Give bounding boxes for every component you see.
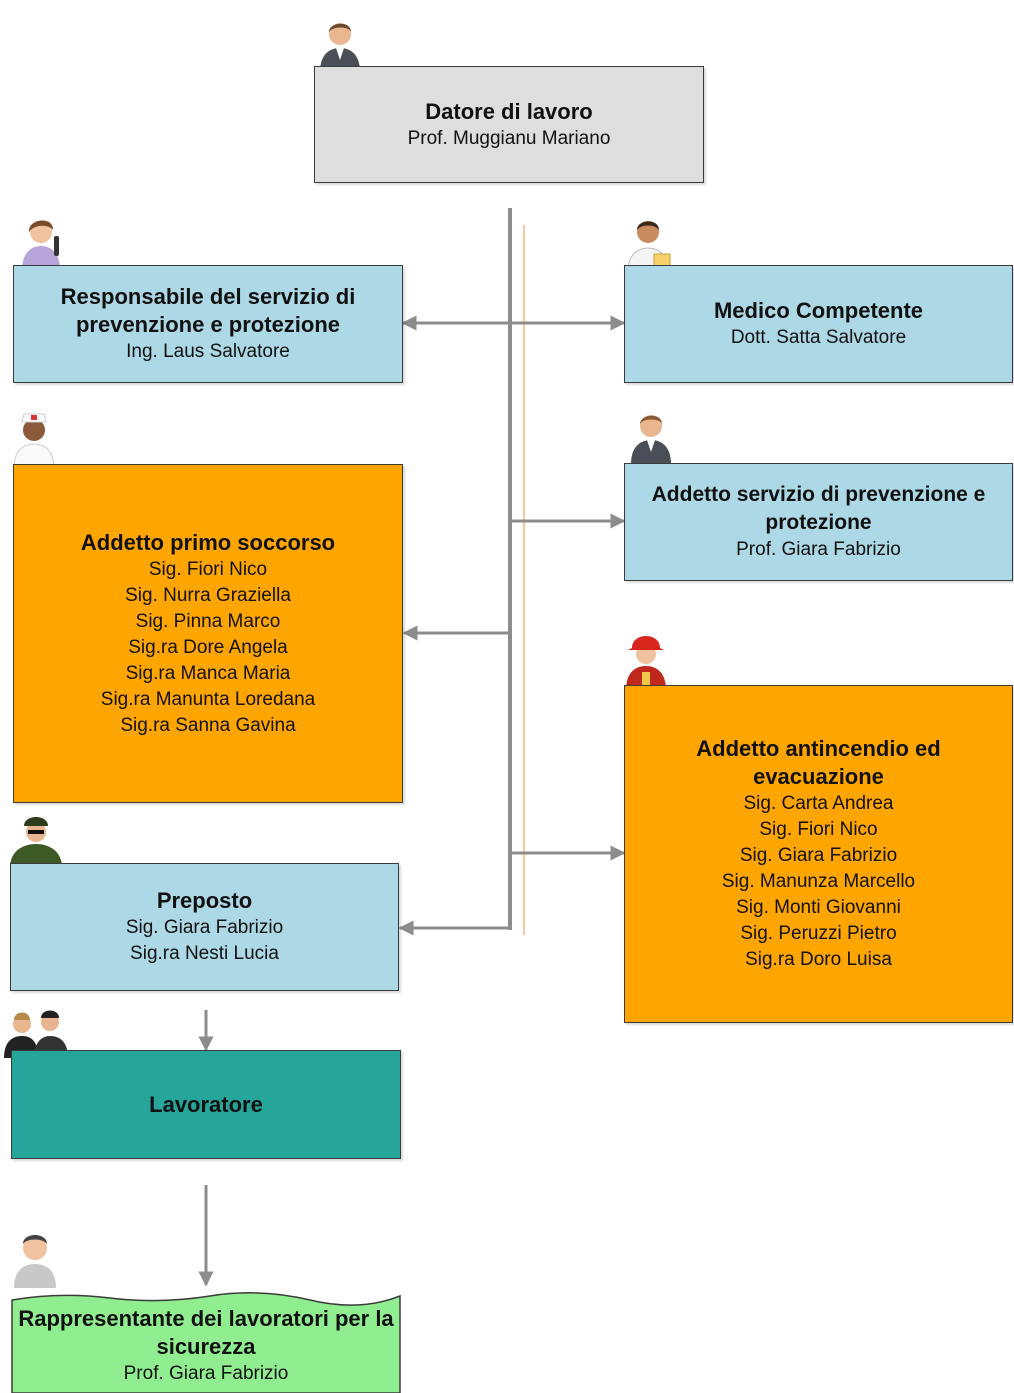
list-item: Sig. Monti Giovanni <box>736 897 901 918</box>
nurse-icon <box>13 413 55 468</box>
doctor-icon <box>627 221 671 272</box>
rls-box-shape <box>11 1292 401 1393</box>
lavoratore-title: Lavoratore <box>149 1091 263 1117</box>
primo-soccorso-list: Sig. Fiori Nico Sig. Nurra Graziella Sig… <box>101 557 315 739</box>
medico-title: Medico Competente <box>713 298 924 323</box>
datore-title: Datore di lavoro <box>425 98 593 124</box>
datore-person: Prof. Muggianu Mariano <box>407 127 611 149</box>
list-item: Sig. Giara Fabrizio <box>739 845 898 866</box>
preposto-list: Sig. Giara Fabrizio Sig.ra Nesti Lucia <box>126 915 283 967</box>
rls-person: Prof. Giara Fabrizio <box>123 1362 289 1384</box>
rspp-person: Ing. Laus Salvatore <box>126 341 290 362</box>
aspp-person: Prof. Giara Fabrizio <box>736 539 901 560</box>
primo-soccorso-box: Addetto primo soccorso Sig. Fiori Nico S… <box>13 464 403 803</box>
list-item: Sig.ra Doro Luisa <box>745 949 892 970</box>
businessman-icon-2 <box>631 415 671 464</box>
rspp-box: Responsabile del servizio di prevenzione… <box>13 265 403 383</box>
list-item: Sig. Peruzzi Pietro <box>740 923 897 944</box>
rspp-title: Responsabile del servizio di prevenzione… <box>60 284 356 337</box>
preposto-title: Preposto <box>156 888 253 913</box>
preposto-box: Preposto Sig. Giara Fabrizio Sig.ra Nest… <box>10 863 399 991</box>
aspp-box: Addetto servizio di prevenzione e protez… <box>624 463 1013 581</box>
list-item: Sig.ra Manunta Loredana <box>100 688 316 710</box>
list-item: Sig.ra Nesti Lucia <box>130 943 279 964</box>
firefighter-icon <box>626 636 666 690</box>
list-item: Sig. Nurra Graziella <box>125 584 291 606</box>
antincendio-box: Addetto antincendio ed evacuazione Sig. … <box>624 685 1013 1023</box>
medico-person: Dott. Satta Salvatore <box>730 327 907 348</box>
list-item: Sig. Fiori Nico <box>148 558 268 580</box>
rls-title: Rappresentante dei lavoratori per la sic… <box>18 1305 394 1359</box>
medico-box: Medico Competente Dott. Satta Salvatore <box>624 265 1013 383</box>
man-icon <box>14 1235 56 1288</box>
lavoratore-box: Lavoratore <box>11 1050 401 1159</box>
antincendio-title: Addetto antincendio ed evacuazione <box>696 736 941 789</box>
aspp-title: Addetto servizio di prevenzione e protez… <box>651 483 986 534</box>
list-item: Sig.ra Sanna Gavina <box>120 714 296 736</box>
list-item: Sig. Giara Fabrizio <box>125 917 284 938</box>
list-item: Sig.ra Dore Angela <box>128 636 288 658</box>
businessman-icon <box>320 23 360 72</box>
list-item: Sig. Manunza Marcello <box>721 871 916 892</box>
rls-box: Rappresentante dei lavoratori per la sic… <box>12 1298 400 1393</box>
list-item: Sig. Pinna Marco <box>135 610 281 632</box>
list-item: Sig. Carta Andrea <box>743 793 894 814</box>
list-item: Sig.ra Manca Maria <box>125 662 291 684</box>
woman-icon <box>22 220 60 270</box>
antincendio-list: Sig. Carta Andrea Sig. Fiori Nico Sig. G… <box>722 791 915 973</box>
list-item: Sig. Fiori Nico <box>759 819 878 840</box>
primo-soccorso-title: Addetto primo soccorso <box>80 529 336 555</box>
officer-icon <box>10 817 62 868</box>
datore-box: Datore di lavoro Prof. Muggianu Mariano <box>314 66 704 183</box>
